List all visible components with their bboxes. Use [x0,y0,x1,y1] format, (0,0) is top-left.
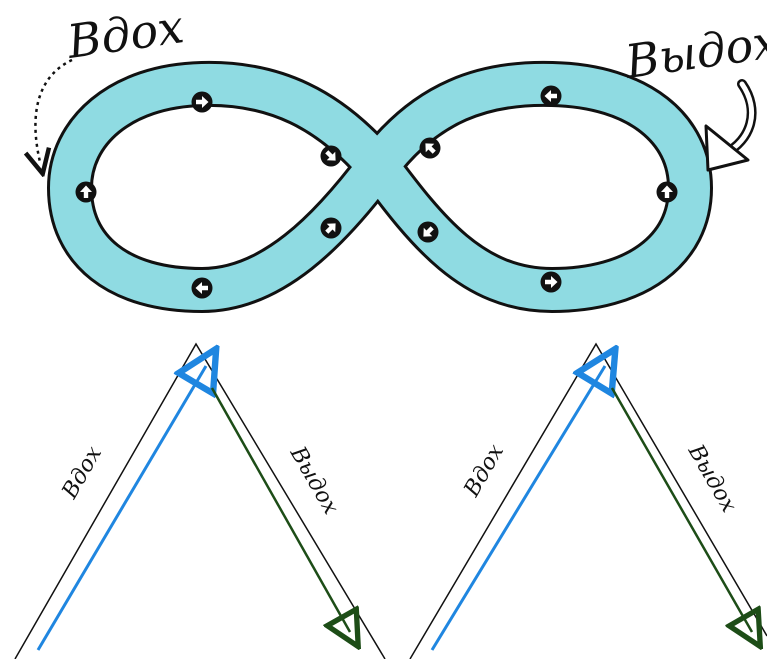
direction-arrow-icon [417,221,439,243]
triangle-right-exhale-line [610,387,752,632]
infinity-inhale-label: Вдох [63,0,187,69]
triangle-left-inhale-line [36,366,206,651]
triangle-right-inhale-line [430,366,605,651]
direction-arrow-icon [191,277,213,299]
triangle-left: Вдох Выдох [14,342,386,659]
direction-arrow-icon [320,217,342,239]
triangle-right: Вдох Выдох [409,342,767,659]
direction-arrow-icon [191,91,213,113]
curved-arrow-icon [704,79,757,172]
triangle-left-exhale-label: Выдох [284,442,343,520]
infinity-track [47,60,713,313]
direction-arrow-icon [540,271,562,293]
infinity-exhale-label: Выдох [621,14,767,89]
infinity-band [50,63,710,310]
curved-arrow-icon [35,58,73,162]
track-arrows [75,85,678,299]
direction-arrow-icon [656,181,678,203]
direction-arrow-icon [540,85,562,107]
triangle-left-inhale-label: Вдох [57,442,107,504]
direction-arrow-icon [419,137,441,159]
direction-arrow-icon [75,181,97,203]
triangle-left-exhale-line [210,387,350,632]
direction-arrow-icon [320,145,342,167]
triangle-right-inhale-label: Вдох [459,440,509,502]
